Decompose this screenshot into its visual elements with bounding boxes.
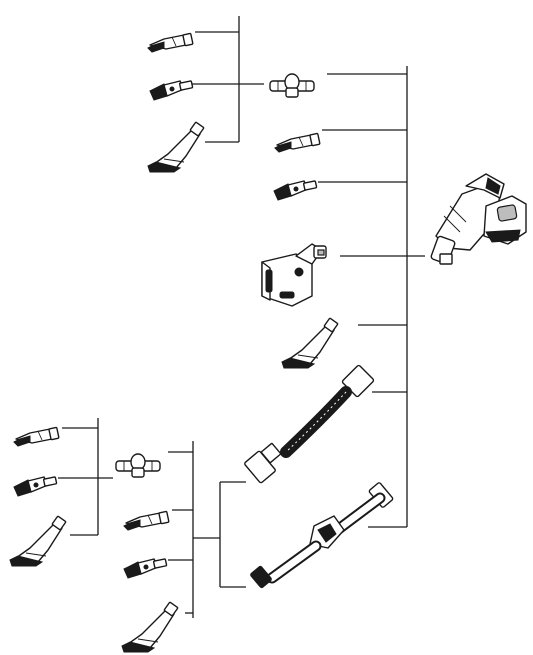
- vacuum-handheld-unit: [430, 174, 526, 264]
- upholstery-tool-mid: [274, 181, 317, 200]
- crevice-tool-mid: [275, 133, 320, 152]
- telescopic-extension-wand: [250, 482, 394, 588]
- upholstery-tool-bottom: [124, 559, 167, 578]
- crevice-tool-top: [148, 33, 193, 52]
- crevice-tool-bottom: [124, 511, 169, 530]
- upholstery-tool-top: [150, 81, 193, 100]
- tool-holder-adapter-top: [270, 74, 314, 97]
- crevice-tool-bottom-left: [14, 427, 59, 446]
- upholstery-tool-bottom-left: [14, 477, 57, 496]
- dusting-brush-top: [148, 122, 204, 172]
- dusting-brush-bottom: [122, 602, 178, 652]
- tool-holder-adapter-bottom: [116, 454, 160, 477]
- flexible-hose: [244, 365, 374, 484]
- connector-lines: [58, 16, 425, 618]
- motorized-floor-brush: [262, 244, 326, 306]
- dusting-brush-bottom-left: [10, 516, 66, 566]
- dusting-brush-mid: [282, 318, 338, 368]
